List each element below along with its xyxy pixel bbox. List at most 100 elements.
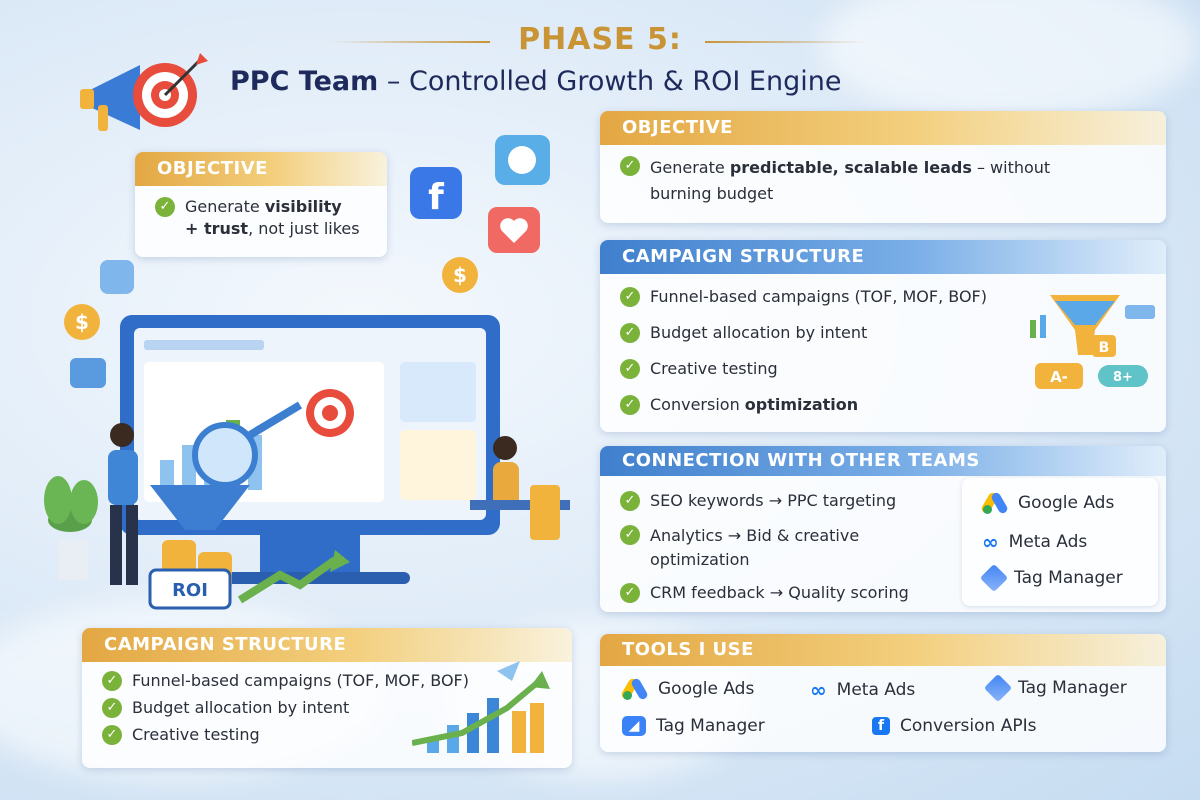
right-campaign-heading: CAMPAIGN STRUCTURE (600, 240, 1166, 274)
tool-google-ads: Google Ads (980, 491, 1115, 515)
tool-tag-manager-alt: ◢ Tag Manager (622, 716, 765, 736)
check-icon: ✓ (620, 583, 640, 603)
tool-meta-ads: ∞ Meta Ads (810, 678, 915, 702)
tag-manager-icon: ◢ (622, 716, 646, 736)
check-icon: ✓ (620, 156, 640, 176)
tool-label: Google Ads (658, 679, 755, 699)
check-icon: ✓ (102, 725, 122, 745)
list-item-text: Creative testing (132, 725, 260, 744)
text-fragment: + trust (185, 219, 249, 238)
tag-manager-icon (983, 673, 1013, 703)
page-title: PPC Team – Controlled Growth & ROI Engin… (230, 66, 950, 97)
left-objective-card: OBJECTIVE ✓ Generate visibility+ trust, … (135, 152, 387, 257)
text-fragment: optimization (744, 395, 859, 414)
title-subtitle: – Controlled Growth & ROI Engine (378, 66, 842, 97)
person-woman (470, 436, 570, 540)
text-fragment: visibility (264, 197, 342, 216)
dollar-icon: $ (64, 304, 100, 340)
cloud (820, 0, 1200, 120)
ppc-illustration: $ (44, 260, 570, 610)
right-campaign-card: CAMPAIGN STRUCTURE ✓Funnel-based campaig… (600, 240, 1166, 432)
svg-text:$: $ (75, 310, 89, 334)
list-item: ✓ Creative testing (102, 724, 556, 746)
plant-icon (44, 476, 98, 580)
objective-text: Generate predictable, scalable leads – w… (650, 155, 1050, 207)
list-item: ✓ Generate visibility+ trust, not just l… (155, 196, 371, 240)
title-team: PPC Team (230, 66, 379, 97)
text-fragment: Conversion (650, 395, 745, 414)
funnel-icon: B A- 8+ (1030, 295, 1155, 389)
person-man (108, 423, 138, 585)
list-item-text: Conversion optimization (650, 394, 858, 416)
list-item: ✓ CRM feedback → Quality scoring (620, 582, 944, 604)
check-icon: ✓ (102, 671, 122, 691)
list-item: ✓SEO keywords → PPC targeting (620, 490, 944, 512)
right-objective-card: OBJECTIVE ✓ Generate predictable, scalab… (600, 111, 1166, 223)
tools-heading: TOOLS I USE (600, 634, 1166, 666)
tool-label: Meta Ads (1008, 532, 1088, 552)
connection-heading: CONNECTION WITH OTHER TEAMS (600, 446, 1166, 476)
check-icon: ✓ (620, 323, 640, 343)
tool-label: Tag Manager (1018, 678, 1127, 698)
check-icon: ✓ (620, 395, 640, 415)
list-item: ✓Funnel-based campaigns (TOF, MOF, BOF) (620, 286, 1150, 308)
twitter-icon (495, 135, 550, 185)
tool-tag-manager: Tag Manager (983, 673, 1127, 703)
heart-icon (488, 207, 540, 253)
tool-label: Meta Ads (836, 680, 916, 700)
tool-conversion-apis: f Conversion APIs (872, 716, 1036, 736)
text-fragment: Generate (650, 158, 730, 177)
left-campaign-card: CAMPAIGN STRUCTURE ✓ Funnel-based campaig… (82, 628, 572, 768)
text-fragment: – without (971, 158, 1051, 177)
list-item-text: CRM feedback → Quality scoring (650, 583, 909, 602)
meta-icon: ∞ (982, 530, 999, 554)
check-icon: ✓ (620, 525, 640, 545)
tool-label: Google Ads (1018, 493, 1115, 513)
phase-title: PHASE 5: (518, 22, 682, 57)
list-item: ✓ Analytics → Bid & creative optimization (620, 524, 944, 572)
list-item: ✓ Generate predictable, scalable leads –… (620, 155, 1150, 207)
tool-label: Conversion APIs (900, 716, 1037, 736)
left-objective-heading: OBJECTIVE (135, 152, 387, 186)
chat-icon (70, 358, 106, 388)
list-item-text: Budget allocation by intent (132, 698, 350, 717)
connection-card: CONNECTION WITH OTHER TEAMS ✓SEO keyword… (600, 446, 1166, 612)
paper-plane-icon (497, 661, 520, 681)
check-icon: ✓ (102, 698, 122, 718)
social-icons-cluster: f $ (410, 135, 550, 293)
svg-text:$: $ (453, 263, 467, 287)
text-fragment: , not just likes (248, 219, 360, 238)
tool-label: Tag Manager (1014, 568, 1123, 588)
google-ads-icon (620, 677, 649, 701)
text-fragment: predictable, scalable leads (729, 158, 972, 177)
target-icon (306, 389, 354, 437)
tool-google-ads: Google Ads (620, 677, 755, 701)
funnel-label-b: B (1099, 340, 1110, 356)
list-item: ✓ Funnel-based campaigns (TOF, MOF, BOF) (102, 670, 556, 692)
roi-badge: ROI (148, 568, 232, 610)
tool-tag-manager: Tag Manager (979, 563, 1123, 593)
funnel-label-a: A- (1050, 368, 1068, 386)
text-fragment: burning budget (650, 184, 774, 203)
title-divider-right (705, 41, 865, 43)
facebook-icon: f (410, 167, 462, 219)
list-item-text: SEO keywords → PPC targeting (650, 491, 897, 510)
list-item-text: Funnel-based campaigns (TOF, MOF, BOF) (132, 671, 469, 690)
check-icon: ✓ (155, 197, 175, 217)
growth-arrow-icon (237, 550, 350, 604)
tool-label: Tag Manager (656, 716, 765, 736)
dollar-icon: $ (442, 257, 478, 293)
left-campaign-heading: CAMPAIGN STRUCTURE (82, 628, 572, 662)
list-item: ✓ Conversion optimization (620, 394, 1150, 416)
funnel-icon (150, 485, 250, 530)
check-icon: ✓ (620, 359, 640, 379)
check-icon: ✓ (620, 287, 640, 307)
roi-label: ROI (172, 580, 208, 601)
meta-icon: ∞ (810, 678, 827, 702)
list-item-text: Analytics → Bid & creative optimization (650, 526, 860, 569)
tag-manager-icon (979, 563, 1009, 593)
list-item: ✓Budget allocation by intent (620, 322, 1150, 344)
facebook-icon: f (872, 717, 890, 735)
google-ads-icon (980, 491, 1009, 515)
list-item: ✓Creative testing (620, 358, 1150, 380)
